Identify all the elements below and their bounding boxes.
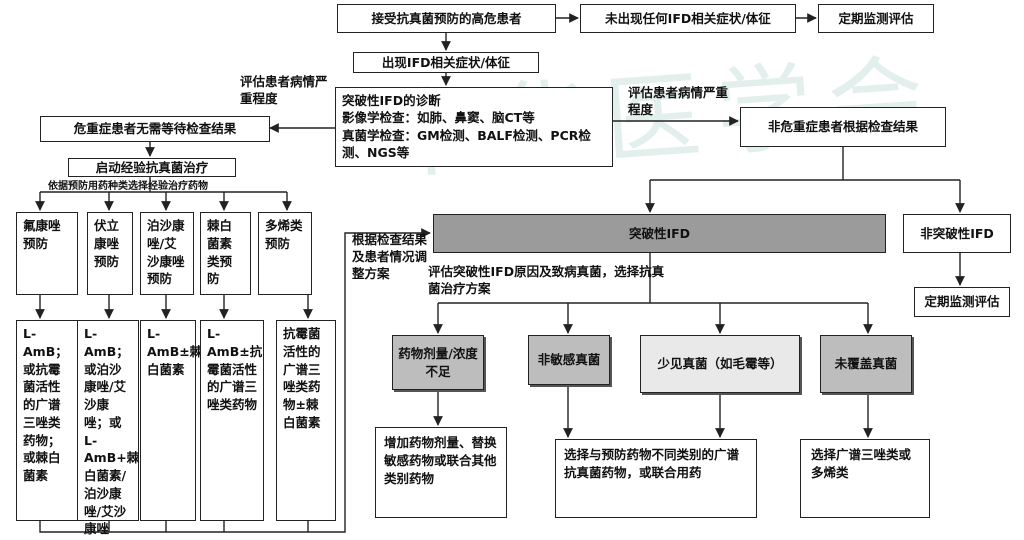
node-prophylaxis-posa-isav: 泊沙康唑/艾沙康唑预防 [140,212,194,295]
node-prophylaxis-polyene: 多烯类预防 [258,212,312,295]
node-breakthrough-ifd: 突破性IFD [433,214,886,253]
node-critical: 危重症患者无需等待检查结果 [40,116,270,142]
node-action-dose: 增加药物剂量、替换敏感药物或联合其他类别药物 [375,427,507,518]
node-treatment-1: L-AmB；或抗霉菌活性的广谱三唑类药物；或棘白菌素 [16,320,78,521]
node-prophylaxis-echinocandin: 棘白菌素类预防 [200,212,251,295]
label-assess-left: 评估患者病情严重程度 [240,74,328,106]
label-evaluate-cause: 评估突破性IFD原因及致病真菌，选择抗真菌治疗方案 [428,264,665,296]
node-treatment-2: L-AmB；或泊沙康唑/艾沙康唑；或L-AmB+棘白菌素/泊沙康唑/艾沙康唑 [77,320,139,536]
node-prophylaxis-fluconazole: 氟康唑预防 [16,212,78,295]
node-monitor-right: 定期监测评估 [914,287,1010,317]
node-cause-nonsensitive: 非敏感真菌 [528,335,610,385]
node-high-risk: 接受抗真菌预防的高危患者 [337,4,556,33]
node-cause-dose: 药物剂量/浓度不足 [392,335,484,390]
node-treatment-3: L-AmB±棘白菌素 [140,320,202,521]
node-treatment-5: 抗霉菌活性的广谱三唑类药物±棘白菌素 [276,320,336,521]
node-empirical: 启动经验抗真菌治疗 [68,158,236,177]
label-select-drug: 依据预防用药种类选择经验治疗药物 [48,181,208,192]
node-action-uncovered: 选择广谱三唑类或多烯类 [800,439,930,518]
label-assess-right: 评估患者病情严重程度 [628,85,729,117]
node-symptom: 出现IFD相关症状/体征 [353,52,539,73]
node-monitor-top: 定期监测评估 [818,4,934,33]
node-cause-uncovered: 未覆盖真菌 [820,335,912,393]
node-treatment-4: L-AmB±抗霉菌活性的广谱三唑类药物 [200,320,264,521]
node-action-rare: 选择与预防药物不同类别的广谱抗真菌药物，或联合用药 [555,439,757,518]
feedback-loop [39,228,431,533]
label-adjust-plan: 根据检查结果及患者情况调整方案 [352,232,428,281]
node-no-symptom: 未出现任何IFD相关症状/体征 [580,4,796,33]
node-noncritical: 非危重症患者根据检查结果 [740,107,946,147]
node-non-breakthrough-ifd: 非突破性IFD [903,214,1011,253]
node-diagnosis: 突破性IFD的诊断 影像学检查：如肺、鼻窦、脑CT等 真菌学检查：GM检测、BA… [335,87,613,167]
node-prophylaxis-voriconazole: 伏立康唑预防 [87,212,133,295]
node-cause-rare: 少见真菌（如毛霉等） [640,335,800,393]
